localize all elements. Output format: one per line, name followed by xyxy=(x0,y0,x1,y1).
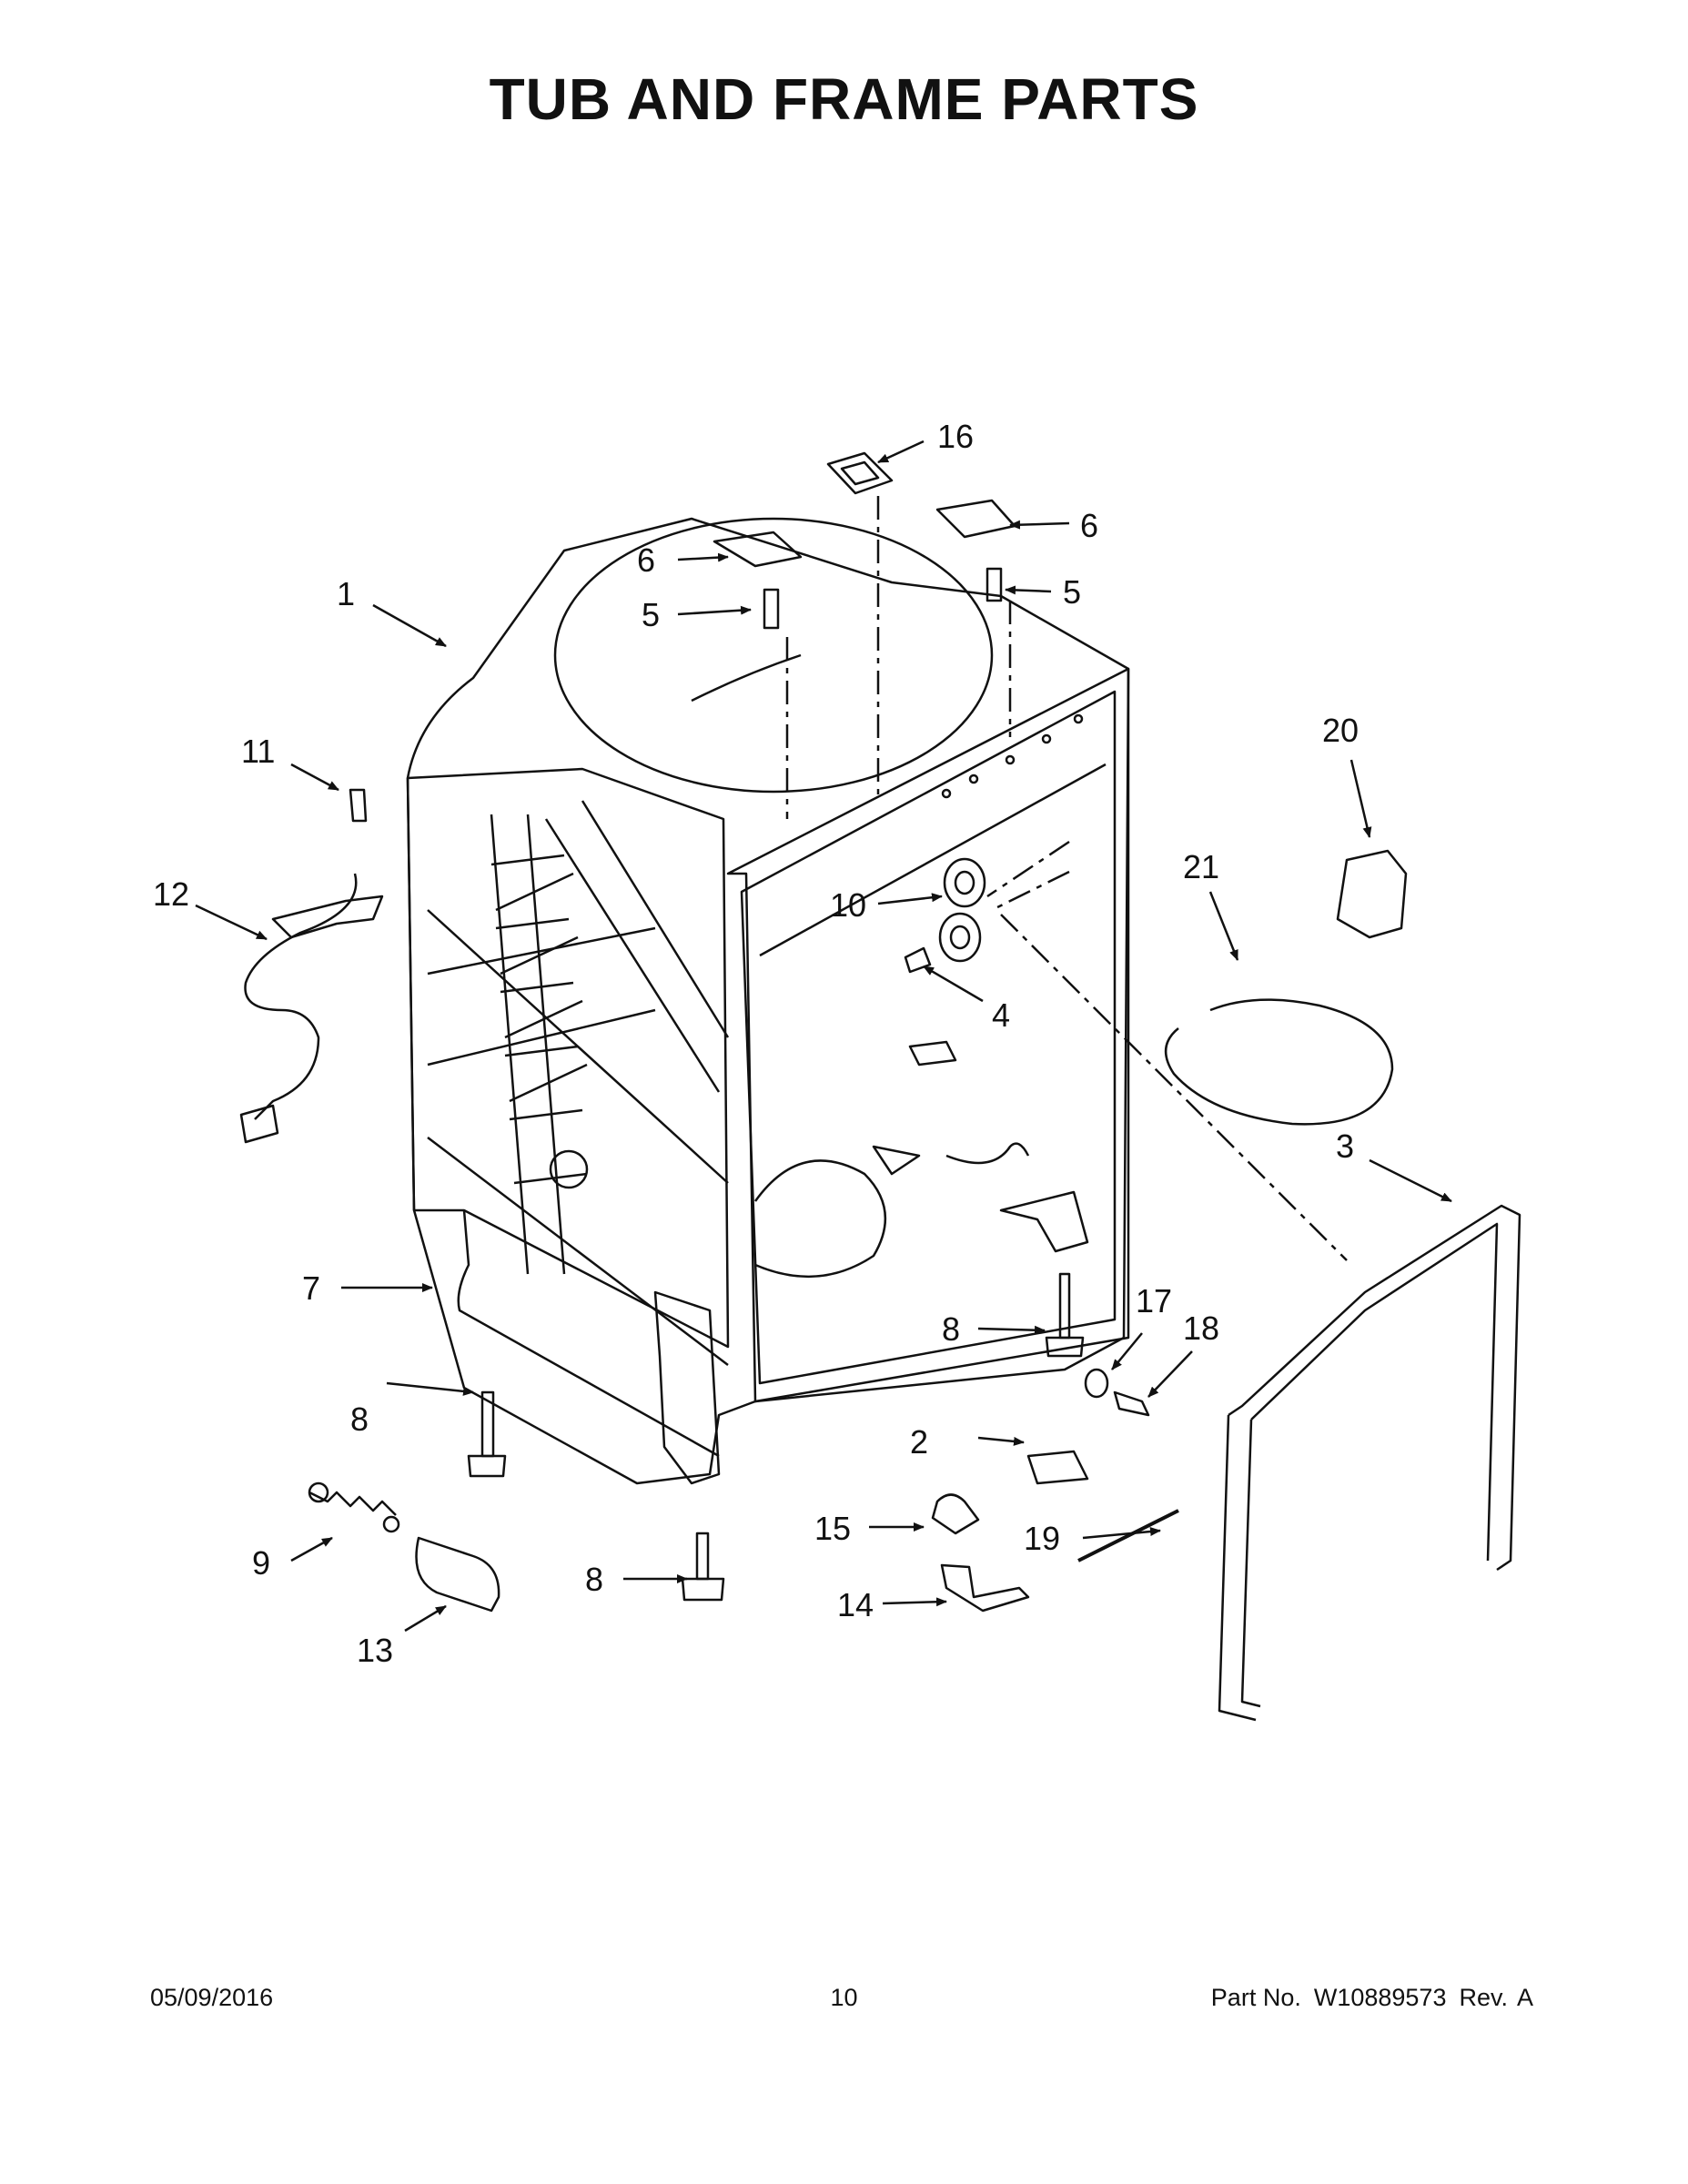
callout-8c: 8 xyxy=(585,1561,603,1598)
callout-12: 12 xyxy=(153,875,189,913)
footer-date: 05/09/2016 xyxy=(150,1984,274,2011)
small-parts xyxy=(239,451,1521,1722)
revision-label: Rev. xyxy=(1459,1984,1508,2011)
callout-21: 21 xyxy=(1183,848,1219,885)
callout-14: 14 xyxy=(837,1586,874,1623)
callout-13: 13 xyxy=(357,1632,393,1669)
callout-17: 17 xyxy=(1136,1282,1172,1320)
callout-11: 11 xyxy=(241,733,275,770)
footer-part-info: Part No. W10889573 Rev. A xyxy=(1198,1984,1533,2012)
callout-18: 18 xyxy=(1183,1309,1219,1347)
callout-8b: 8 xyxy=(942,1310,960,1348)
callout-2: 2 xyxy=(910,1423,928,1461)
callout-7: 7 xyxy=(302,1269,320,1307)
callout-16: 16 xyxy=(937,418,974,455)
part-number-label: Part No. xyxy=(1210,1984,1301,2011)
callout-4: 4 xyxy=(992,996,1010,1034)
callout-6a: 6 xyxy=(637,541,655,579)
callout-leaders xyxy=(195,440,1452,1633)
revision: A xyxy=(1516,1984,1533,2011)
page-title: TUB AND FRAME PARTS xyxy=(489,66,1199,132)
callout-10: 10 xyxy=(830,886,866,924)
callout-15: 15 xyxy=(814,1510,851,1547)
callout-3: 3 xyxy=(1336,1127,1354,1165)
callout-5a: 5 xyxy=(642,596,660,633)
callout-19: 19 xyxy=(1024,1520,1060,1557)
callout-6b: 6 xyxy=(1080,507,1098,544)
footer-page-number: 10 xyxy=(830,1984,858,2011)
part-number: W10889573 xyxy=(1313,1984,1447,2011)
assembly-lines xyxy=(785,496,1348,1261)
callout-5b: 5 xyxy=(1063,573,1081,611)
callout-9: 9 xyxy=(252,1544,270,1582)
callout-1: 1 xyxy=(337,575,355,612)
callout-20: 20 xyxy=(1322,712,1359,749)
callout-8a: 8 xyxy=(350,1400,369,1438)
callout-labels: 1 2 3 4 5 5 6 6 7 8 8 8 9 10 11 12 13 14… xyxy=(153,418,1359,1669)
tub-drawing xyxy=(406,517,1130,1485)
